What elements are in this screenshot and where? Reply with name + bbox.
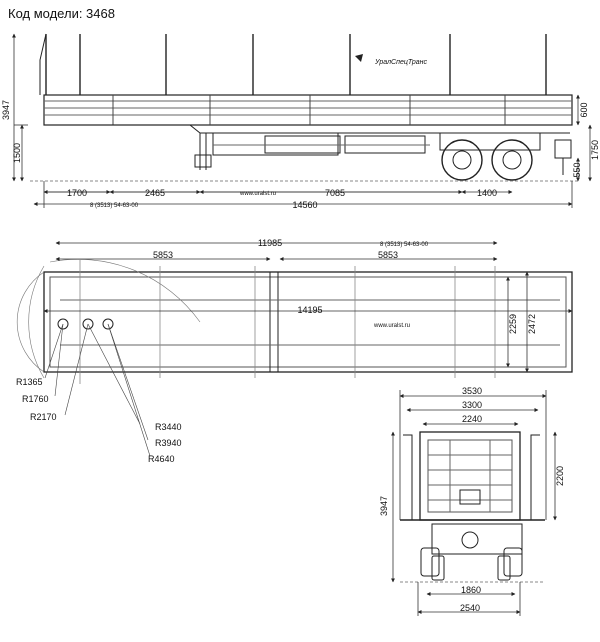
website-top: www.uralst.ru bbox=[373, 323, 410, 329]
radius-label-5: R4640 bbox=[148, 454, 175, 464]
radius-label-2: R2170 bbox=[30, 412, 57, 422]
logo-text: УралСпецТранс bbox=[374, 59, 428, 66]
dim-inner-width: 2259 bbox=[508, 314, 518, 334]
radius-label-0: R1365 bbox=[16, 377, 43, 387]
radius-label-3: R3440 bbox=[155, 422, 182, 432]
dim-rear-low: 550 bbox=[572, 162, 582, 177]
dim-length-top: 11985 bbox=[258, 238, 282, 248]
rear-dimensions bbox=[391, 390, 557, 616]
dim-outer-width: 2472 bbox=[527, 314, 537, 334]
dim-bottom-0: 1700 bbox=[67, 188, 87, 198]
logo-icon bbox=[355, 54, 363, 62]
website-side: www.uralst.ru bbox=[239, 191, 276, 197]
dim-rear-height: 1750 bbox=[590, 140, 600, 160]
radius-label-4: R3940 bbox=[155, 438, 182, 448]
dim-section-right: 5853 bbox=[378, 250, 398, 260]
dim-overall-length: 14560 bbox=[292, 200, 317, 210]
side-dimensions bbox=[12, 33, 592, 208]
dim-board-height: 600 bbox=[579, 102, 589, 117]
dim-height-deck: 1500 bbox=[12, 143, 22, 163]
rear-view bbox=[400, 431, 545, 583]
dim-rear-1860: 1860 bbox=[461, 585, 481, 595]
phone-side: 8 (3513) 54-63-00 bbox=[90, 203, 139, 209]
radius-label-1: R1760 bbox=[22, 394, 49, 404]
side-view bbox=[30, 33, 578, 182]
dim-rear-2200: 2200 bbox=[555, 466, 565, 486]
dim-platform-length: 14195 bbox=[297, 305, 322, 315]
stakes bbox=[45, 34, 547, 95]
model-code-title: Код модели: 3468 bbox=[8, 6, 115, 21]
dim-bottom-3: 1400 bbox=[477, 188, 497, 198]
dim-rear-3300: 3300 bbox=[462, 400, 482, 410]
dim-rear-3530: 3530 bbox=[462, 386, 482, 396]
top-view bbox=[16, 259, 573, 457]
dim-rear-2240: 2240 bbox=[462, 414, 482, 424]
dim-bottom-1: 2465 bbox=[145, 188, 165, 198]
top-dimensions bbox=[43, 241, 573, 373]
dim-rear-2540: 2540 bbox=[460, 603, 480, 613]
dim-bottom-2: 7085 bbox=[325, 188, 345, 198]
dim-section-left: 5853 bbox=[153, 250, 173, 260]
dim-height-total: 3947 bbox=[1, 100, 11, 120]
dim-rear-3947: 3947 bbox=[379, 496, 389, 516]
phone-top: 8 (3513) 54-63-00 bbox=[380, 242, 429, 248]
